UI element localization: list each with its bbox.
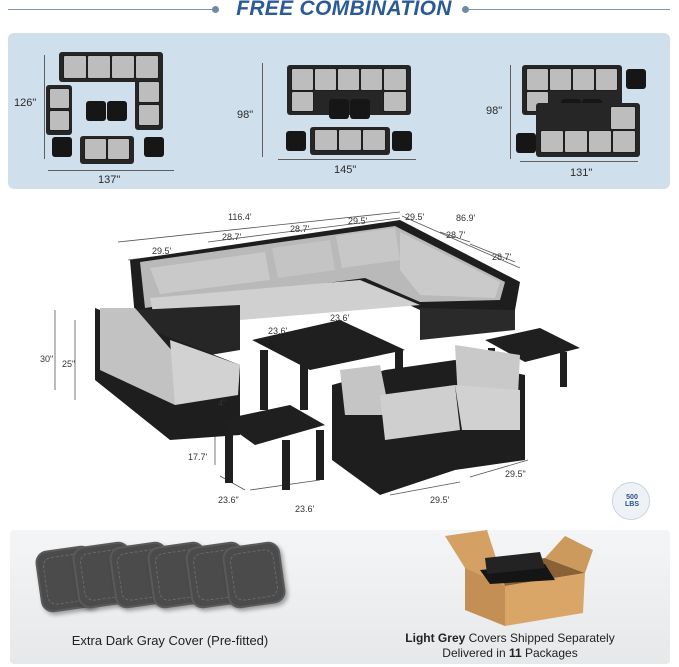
dim-side-1: 29.5' <box>405 212 425 222</box>
layout-1-height-line <box>44 55 45 159</box>
layout-2-width-line <box>278 159 416 160</box>
dark-cover-caption: Extra Dark Gray Cover (Pre-fitted) <box>71 633 269 648</box>
layout-1-height: 126" <box>14 97 37 109</box>
badge-weight: 500 <box>626 494 638 501</box>
layout-1-width-line <box>48 170 174 171</box>
dim-seat-depth: 4" <box>218 398 226 408</box>
caption-package-count: 11 <box>508 646 522 660</box>
cushion-icon <box>220 540 288 610</box>
dim-table-height: 17.7' <box>188 452 208 462</box>
header: FREE COMBINATION <box>0 0 679 24</box>
dim-table-gap-1: 23.6' <box>268 326 288 336</box>
layout-3-width: 131" <box>570 167 593 179</box>
light-cover-caption: Light Grey Covers Shipped Separately Del… <box>370 631 650 661</box>
header-dot-right <box>462 6 469 13</box>
badge-unit: LBS <box>625 501 639 508</box>
dim-height-seat: 25" <box>62 359 75 369</box>
caption-packages: Packages <box>521 646 578 660</box>
dim-table-w: 23.6" <box>218 495 239 505</box>
caption-shipped: Covers Shipped Separately <box>465 631 615 645</box>
layout-3-height-line <box>510 65 511 159</box>
sectional-illustration: 116.4' 29.5' 28.7' 28.7' 29.5' 29.5' 86.… <box>40 211 580 514</box>
dim-side-2: 28.7' <box>446 230 466 240</box>
header-rule-left <box>8 9 218 10</box>
dim-back-1: 29.5' <box>152 246 172 256</box>
layout-2-width: 145" <box>334 164 357 176</box>
dim-back-3: 28.7' <box>290 224 310 234</box>
header-dot-left <box>212 6 219 13</box>
header-rule-right <box>468 9 670 10</box>
layout-1-width: 137" <box>98 174 121 186</box>
dim-back-4: 29.5' <box>348 216 368 226</box>
dim-total-back: 116.4' <box>228 212 252 222</box>
layout-3-width-line <box>520 161 638 162</box>
layout-2-height: 98" <box>237 109 254 121</box>
dim-table-d: 23.6' <box>295 504 315 514</box>
page-title: FREE COMBINATION <box>236 0 452 20</box>
dim-sofa-w: 29.5' <box>430 495 450 505</box>
dim-table-gap-2: 23.6' <box>330 313 350 323</box>
layout-2-height-line <box>262 63 263 157</box>
caption-delivered: Delivered in <box>442 646 509 660</box>
layout-options-panel: 126" 137" 98" 145" <box>8 33 670 189</box>
weight-capacity-badge: 500 LBS <box>612 482 650 520</box>
dim-side-3: 28.7' <box>492 252 512 262</box>
shipping-box-icon <box>445 530 593 626</box>
dim-side-total: 86.9' <box>456 213 476 223</box>
dim-back-2: 28.7' <box>222 232 242 242</box>
caption-bold-light-grey: Light Grey <box>405 631 466 645</box>
layout-3-height: 98" <box>486 105 503 117</box>
dim-height-total: 30" <box>40 354 53 364</box>
dim-sofa-d: 29.5" <box>505 469 526 479</box>
